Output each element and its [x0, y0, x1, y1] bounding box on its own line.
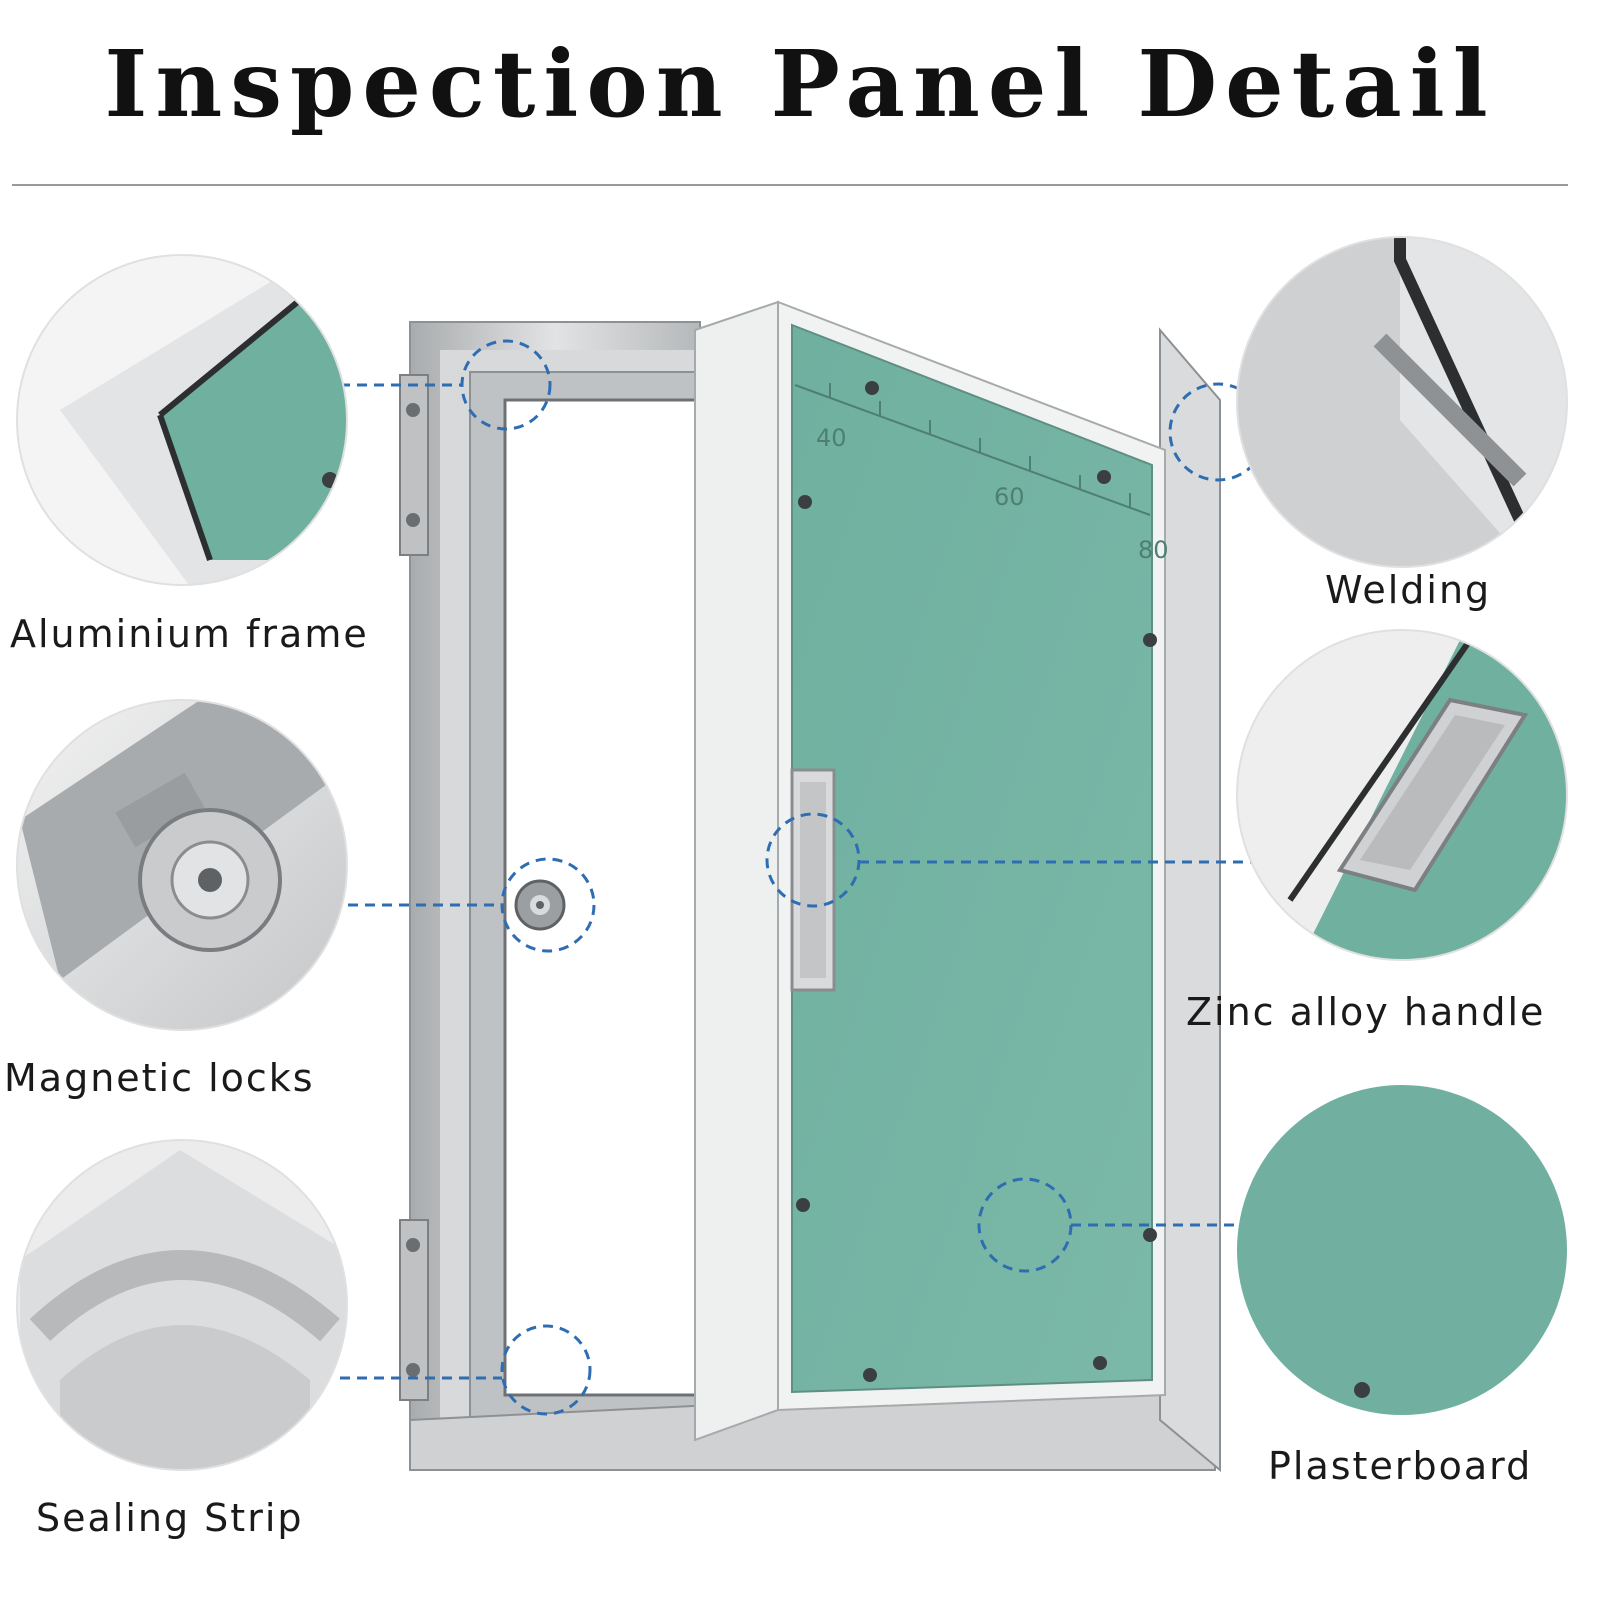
page-title: Inspection Panel Detail — [104, 30, 1496, 138]
label-welding: Welding — [1325, 568, 1492, 612]
detail-sealing-strip — [16, 1139, 348, 1471]
plasterboard-face — [791, 323, 1153, 1394]
label-zinc-alloy-handle: Zinc alloy handle — [1186, 990, 1546, 1034]
screws — [796, 381, 1157, 1382]
ruler-mark-80: 80 — [1138, 536, 1169, 564]
callout-markers — [340, 339, 1270, 1416]
detail-magnetic-locks — [16, 699, 348, 1031]
title-divider — [12, 184, 1568, 186]
detail-welding — [1236, 236, 1568, 568]
label-plasterboard: Plasterboard — [1268, 1444, 1533, 1488]
detail-plasterboard — [1237, 1085, 1567, 1415]
hinge-top — [399, 374, 429, 556]
label-aluminium-frame: Aluminium frame — [10, 612, 369, 656]
label-magnetic-locks: Magnetic locks — [4, 1056, 315, 1100]
zinc-alloy-handle — [790, 768, 836, 992]
door-leaf: 40 60 80 — [694, 300, 1169, 1442]
hinge-bottom — [399, 1219, 429, 1401]
ruler-mark-60: 60 — [994, 483, 1025, 511]
magnetic-lock — [514, 879, 566, 931]
detail-aluminium-frame — [16, 254, 348, 586]
detail-zinc-alloy-handle — [1236, 629, 1568, 961]
label-sealing-strip: Sealing Strip — [36, 1496, 304, 1540]
ruler-mark-40: 40 — [816, 424, 847, 452]
